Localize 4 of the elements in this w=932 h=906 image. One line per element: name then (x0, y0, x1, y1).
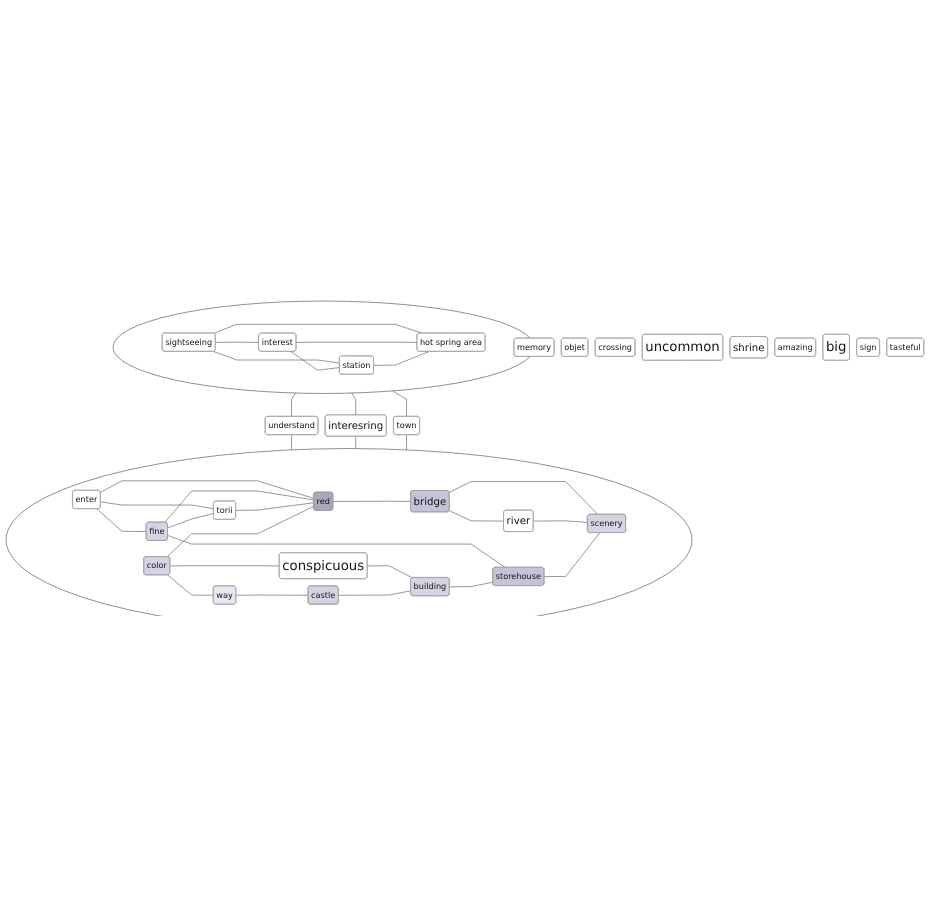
connector (166, 505, 314, 557)
connector (213, 350, 340, 363)
connector (290, 350, 340, 370)
connector (167, 534, 506, 568)
